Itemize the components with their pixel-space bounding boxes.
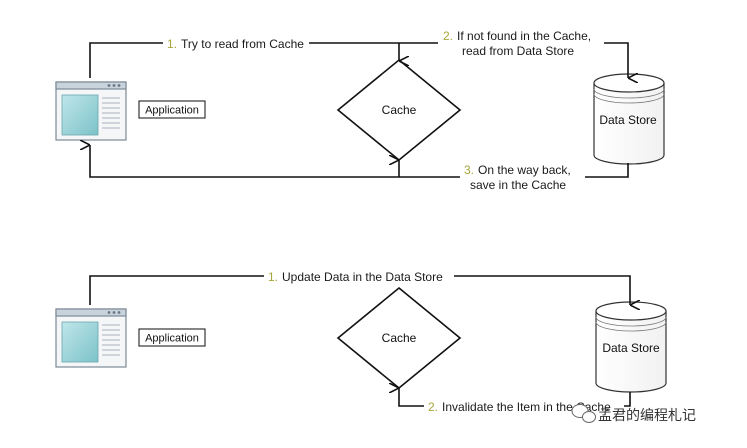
bottom-scenario: Application Cache Data Store 1.Update Da… bbox=[55, 268, 667, 414]
cache-label: Cache bbox=[382, 331, 417, 345]
bottom-step2-label: 2.Invalidate the Item in the Cache bbox=[428, 400, 611, 414]
watermark-text: 孟君的编程札记 bbox=[598, 408, 696, 424]
step3-label-line2: save in the Cache bbox=[470, 178, 566, 192]
application-label-box bbox=[138, 100, 206, 119]
bottom-step1-label: 1.Update Data in the Data Store bbox=[268, 270, 443, 284]
data-store-cylinder bbox=[595, 301, 667, 393]
watermark: 孟君的编程札记 bbox=[571, 404, 696, 424]
step1-label-bg bbox=[163, 35, 309, 51]
step2-label-bg bbox=[438, 28, 604, 60]
step1-label: 1.Try to read from Cache bbox=[167, 37, 304, 51]
application-window-icon bbox=[55, 308, 127, 368]
return-path-line bbox=[90, 145, 629, 178]
step3-label-line1: 3.On the way back, bbox=[464, 163, 571, 177]
bottom-step1-label-bg bbox=[264, 268, 454, 284]
step3-label-bg bbox=[460, 163, 585, 193]
read-path-line bbox=[89, 42, 628, 78]
application-label-box bbox=[138, 328, 206, 347]
top-scenario: Application Cache Data Store 1.Try to re… bbox=[55, 28, 665, 193]
application-label: Application bbox=[145, 333, 199, 345]
application-window-icon bbox=[55, 81, 127, 141]
cache-label: Cache bbox=[382, 103, 417, 117]
step2-label-line1: 2.If not found in the Cache, bbox=[443, 29, 591, 43]
step2-label-line2: read from Data Store bbox=[462, 44, 574, 58]
data-store-label: Data Store bbox=[599, 113, 657, 127]
application-label: Application bbox=[145, 105, 199, 117]
chat-bubble-icon bbox=[571, 404, 596, 423]
data-store-label: Data Store bbox=[602, 341, 660, 355]
data-store-cylinder bbox=[593, 73, 665, 165]
